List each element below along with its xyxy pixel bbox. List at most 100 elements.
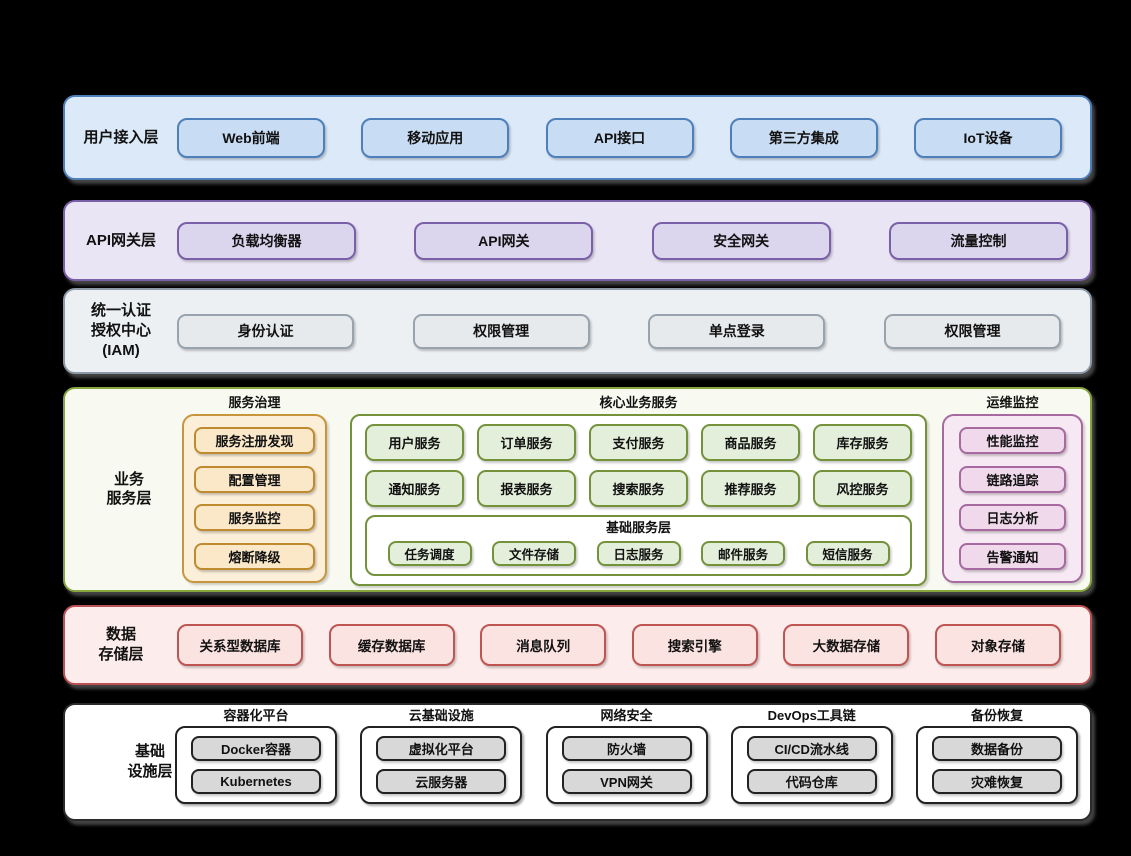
layer-business-services: 业务 服务层 服务治理 服务注册发现 配置管理 服务监控 熔断降级 核心业务服务…	[63, 387, 1092, 592]
layer-api-gateway: API网关层 负载均衡器 API网关 安全网关 流量控制	[63, 200, 1092, 281]
node-product-service: 商品服务	[701, 424, 800, 461]
group-ops-monitoring: 运维监控 性能监控 链路追踪 日志分析 告警通知	[942, 395, 1083, 583]
layer-business-label-line2: 服务层	[106, 490, 152, 508]
layer-data-storage-label: 数据 存储层	[65, 625, 177, 665]
group-ops-monitoring-title: 运维监控	[986, 395, 1039, 410]
core-services-row-2: 通知服务 报表服务 搜索服务 推荐服务 风控服务	[365, 469, 912, 507]
node-traffic-control: 流量控制	[888, 221, 1068, 260]
layer-iam: 统一认证 授权中心 (IAM) 身份认证 权限管理 单点登录 权限管理	[63, 288, 1092, 374]
group-service-governance: 服务治理 服务注册发现 配置管理 服务监控 熔断降级	[182, 395, 327, 583]
node-iot-device: IoT设备	[914, 117, 1062, 158]
node-notification-service: 通知服务	[365, 469, 464, 507]
node-kubernetes: Kubernetes	[191, 769, 321, 794]
node-task-scheduler: 任务调度	[387, 540, 472, 566]
node-file-storage: 文件存储	[492, 540, 576, 566]
layer-infrastructure: 基础 设施层 容器化平台 Docker容器 Kubernetes 云基础设施 虚…	[63, 703, 1092, 821]
node-permission-mgmt-1: 权限管理	[412, 313, 590, 349]
group-devops-toolchain: DevOps工具链 CI/CD流水线 代码仓库	[730, 708, 893, 804]
node-cicd-pipeline: CI/CD流水线	[746, 736, 877, 761]
layer-api-gateway-boxes: 负载均衡器 API网关 安全网关 流量控制	[177, 221, 1090, 260]
node-cache-database: 缓存数据库	[328, 624, 455, 666]
node-alert-notification: 告警通知	[959, 542, 1066, 570]
node-log-analysis: 日志分析	[959, 504, 1066, 532]
node-api-interface: API接口	[545, 117, 694, 158]
node-payment-service: 支付服务	[589, 424, 688, 461]
layer-infrastructure-label-line2: 设施层	[127, 763, 173, 780]
node-risk-control-service: 风控服务	[813, 469, 912, 507]
group-backup-recovery-box: 数据备份 灾难恢复	[916, 726, 1078, 804]
node-report-service: 报表服务	[477, 469, 576, 507]
node-circuit-breaker-degrade: 熔断降级	[194, 542, 315, 570]
layer-user-access-boxes: Web前端 移动应用 API接口 第三方集成 IoT设备	[177, 117, 1090, 158]
node-recommend-service: 推荐服务	[701, 469, 800, 507]
group-cloud-infrastructure-title: 云基础设施	[408, 708, 474, 723]
node-firewall: 防火墙	[561, 736, 692, 761]
core-services-row-1: 用户服务 订单服务 支付服务 商品服务 库存服务	[365, 424, 912, 461]
node-sso: 单点登录	[648, 313, 826, 349]
group-network-security: 网络安全 防火墙 VPN网关	[545, 708, 708, 804]
node-search-service: 搜索服务	[589, 469, 688, 507]
node-search-engine: 搜索引擎	[631, 624, 758, 666]
group-core-services-title: 核心业务服务	[599, 395, 678, 410]
group-foundation-services: 基础服务层 任务调度 文件存储 日志服务 邮件服务 短信服务	[365, 515, 912, 576]
layer-infrastructure-label: 基础 设施层	[80, 742, 220, 782]
layer-business-label: 业务 服务层	[69, 470, 189, 510]
node-message-queue: 消息队列	[480, 624, 607, 666]
node-disaster-recovery: 灾难恢复	[932, 769, 1062, 794]
group-container-platform-title: 容器化平台	[223, 708, 289, 723]
node-user-service: 用户服务	[365, 424, 464, 461]
layer-user-access-label: 用户接入层	[83, 128, 159, 146]
layer-data-storage-boxes: 关系型数据库 缓存数据库 消息队列 搜索引擎 大数据存储 对象存储	[177, 624, 1090, 666]
node-relational-database: 关系型数据库	[177, 624, 303, 666]
node-vpn-gateway: VPN网关	[561, 769, 692, 794]
layer-iam-label-line1: 统一认证	[90, 302, 151, 320]
node-api-gateway: API网关	[414, 221, 594, 260]
node-code-repository: 代码仓库	[746, 769, 877, 794]
node-mail-service: 邮件服务	[701, 540, 785, 566]
group-devops-toolchain-title: DevOps工具链	[767, 708, 856, 723]
group-container-platform-box: Docker容器 Kubernetes	[175, 726, 337, 804]
node-data-backup: 数据备份	[932, 736, 1062, 761]
layer-user-access: 用户接入层 Web前端 移动应用 API接口 第三方集成 IoT设备	[63, 95, 1092, 180]
node-config-management: 配置管理	[194, 465, 315, 493]
layer-iam-label-line3: (IAM)	[102, 341, 140, 359]
group-service-governance-title: 服务治理	[228, 395, 281, 410]
node-object-storage: 对象存储	[934, 624, 1061, 666]
group-container-platform: 容器化平台 Docker容器 Kubernetes	[175, 708, 337, 804]
node-third-party-integration: 第三方集成	[729, 117, 878, 158]
node-cloud-server: 云服务器	[376, 769, 507, 794]
group-core-business-services: 核心业务服务 用户服务 订单服务 支付服务 商品服务 库存服务 通知服务 报表服…	[350, 395, 927, 586]
node-identity-auth: 身份认证	[177, 313, 354, 349]
group-devops-toolchain-box: CI/CD流水线 代码仓库	[730, 726, 893, 804]
node-docker-container: Docker容器	[191, 736, 321, 761]
group-ops-monitoring-box: 性能监控 链路追踪 日志分析 告警通知	[942, 414, 1083, 583]
node-virtualization-platform: 虚拟化平台	[376, 736, 507, 761]
group-foundation-services-title: 基础服务层	[605, 520, 671, 535]
node-web-frontend: Web前端	[177, 117, 325, 158]
node-service-monitoring: 服务监控	[194, 504, 315, 532]
layer-data-storage-label-line2: 存储层	[98, 646, 144, 663]
group-network-security-box: 防火墙 VPN网关	[545, 726, 708, 804]
node-order-service: 订单服务	[477, 424, 576, 461]
node-log-service: 日志服务	[596, 540, 681, 566]
group-backup-recovery-title: 备份恢复	[970, 708, 1023, 723]
node-load-balancer: 负载均衡器	[177, 221, 356, 260]
group-core-services-box: 用户服务 订单服务 支付服务 商品服务 库存服务 通知服务 报表服务 搜索服务 …	[350, 414, 927, 586]
layer-iam-boxes: 身份认证 权限管理 单点登录 权限管理	[177, 313, 1090, 349]
node-service-registry-discovery: 服务注册发现	[194, 427, 315, 455]
layer-data-storage: 数据 存储层 关系型数据库 缓存数据库 消息队列 搜索引擎 大数据存储 对象存储	[63, 605, 1092, 685]
node-sms-service: 短信服务	[805, 540, 890, 566]
node-performance-monitoring: 性能监控	[959, 427, 1066, 455]
node-inventory-service: 库存服务	[813, 424, 912, 461]
layer-business-label-line1: 业务	[113, 470, 144, 488]
group-service-governance-box: 服务注册发现 配置管理 服务监控 熔断降级	[182, 414, 327, 583]
group-network-security-title: 网络安全	[600, 708, 653, 723]
group-cloud-infrastructure: 云基础设施 虚拟化平台 云服务器	[360, 708, 523, 804]
layer-api-gateway-label: API网关层	[85, 231, 156, 249]
foundation-services-row: 任务调度 文件存储 日志服务 邮件服务 短信服务	[367, 536, 910, 574]
node-bigdata-storage: 大数据存储	[783, 624, 910, 666]
node-trace-tracking: 链路追踪	[959, 465, 1066, 493]
node-security-gateway: 安全网关	[651, 221, 831, 260]
layer-infrastructure-label-line1: 基础	[134, 743, 165, 761]
